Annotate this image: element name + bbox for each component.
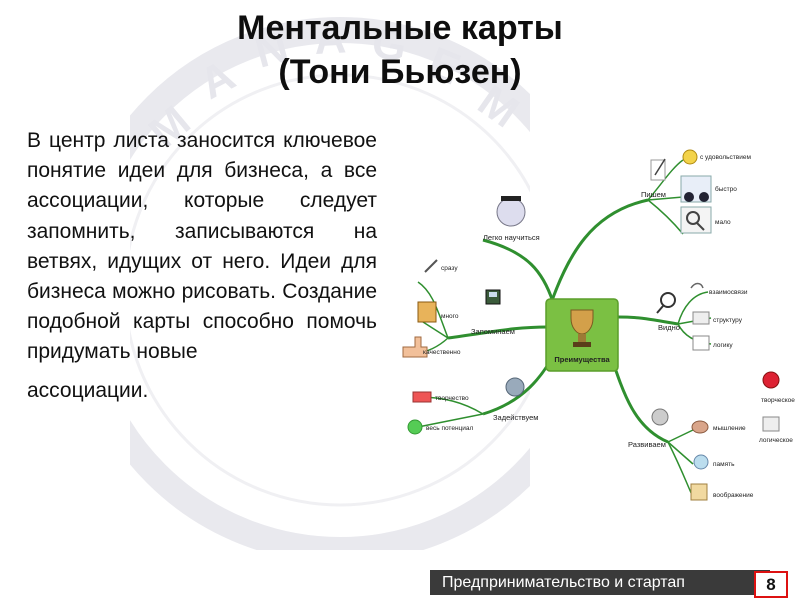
body-last-word: ассоциации. xyxy=(27,378,149,402)
magnifier-icon xyxy=(680,206,712,234)
zapominaem-item-1: сразу xyxy=(441,265,458,272)
body-main-text: В центр листа заносится ключевое понятие… xyxy=(27,129,377,364)
pencil-icon xyxy=(424,259,438,273)
branch-zadeystvuem-label: Задействуем xyxy=(493,413,538,422)
person-icon xyxy=(505,377,525,397)
graduate-icon xyxy=(496,197,526,227)
branch-legko-label: Легко научиться xyxy=(483,233,540,242)
thumbs-up-icon xyxy=(402,336,428,358)
branch-razvivaem-label: Развиваем xyxy=(628,440,666,449)
arrows-icon xyxy=(407,419,423,435)
vidno-item-2: структуру xyxy=(713,317,743,324)
imagination-icon xyxy=(690,483,708,501)
footer-course-title: Предпринимательство и стартап xyxy=(442,574,685,591)
snowman-icon xyxy=(693,454,709,470)
books-icon xyxy=(417,301,437,323)
mind-map-illustration: Преимущества Пишем с удовольствием быстр… xyxy=(402,149,795,501)
logic-icon xyxy=(692,335,710,351)
title-line-1: Ментальные карты xyxy=(237,9,563,47)
creative-icon xyxy=(762,371,780,389)
zadeystvuem-item-2: весь потенциал xyxy=(426,425,474,432)
pishem-item-1: с удовольствием xyxy=(700,154,751,161)
thinking-type-2: логическое xyxy=(759,437,793,444)
magnifier-icon xyxy=(660,292,676,308)
smile-icon xyxy=(682,149,698,165)
logic-chart-icon xyxy=(762,416,780,432)
branch-vidno-label: Видно xyxy=(658,323,680,332)
palette-icon xyxy=(412,391,432,403)
center-label: Преимущества xyxy=(554,355,610,364)
structure-icon xyxy=(692,311,710,325)
vidno-item-1: взаимосвязи xyxy=(709,289,748,296)
razvivaem-item-1: мышление xyxy=(713,425,746,432)
branch-zapominaem-label: Запоминаем xyxy=(471,327,515,336)
body-paragraph: В центр листа заносится ключевое понятие… xyxy=(27,126,377,406)
page-number-badge: 8 xyxy=(754,571,788,598)
pishem-item-3: мало xyxy=(715,219,731,226)
thinking-type-1: творческое xyxy=(761,397,795,404)
page-number: 8 xyxy=(766,575,776,594)
connections-icon xyxy=(690,282,704,289)
title-line-2: (Тони Бьюзен) xyxy=(278,53,522,91)
zadeystvuem-item-1: творчество xyxy=(435,395,469,402)
slide-title: Ментальные карты (Тони Бьюзен) xyxy=(0,6,800,94)
brain-icon xyxy=(691,420,709,434)
trophy-icon xyxy=(570,309,594,335)
vidno-item-3: логику xyxy=(713,342,733,349)
razvivaem-item-3: воображение xyxy=(713,491,754,499)
pishem-item-2: быстро xyxy=(715,185,737,193)
person-thinking-icon xyxy=(651,408,669,426)
zapominaem-item-3: качественно xyxy=(423,349,461,356)
footer-course-bar: Предпринимательство и стартап xyxy=(430,570,770,595)
zapominaem-item-2: много xyxy=(441,313,459,320)
branch-pishem-label: Пишем xyxy=(641,190,666,199)
razvivaem-item-2: память xyxy=(713,461,735,468)
